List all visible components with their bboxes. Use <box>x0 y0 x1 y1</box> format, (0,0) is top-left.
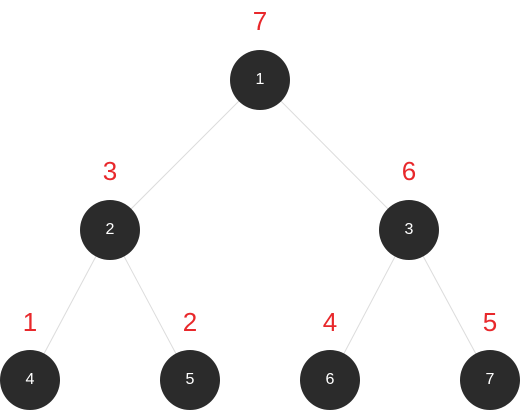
tree-node-6: 6 <box>300 350 360 410</box>
edge-1-3 <box>259 79 410 231</box>
edge-1-2 <box>109 79 261 231</box>
annotation-node-5: 2 <box>182 307 198 337</box>
annotation-node-1: 7 <box>252 6 268 36</box>
annotation-node-4: 1 <box>22 307 38 337</box>
annotation-node-6: 4 <box>322 307 338 337</box>
annotation-node-3: 6 <box>401 156 417 186</box>
tree-node-2: 2 <box>80 200 140 260</box>
tree-node-4: 4 <box>0 350 60 410</box>
annotation-node-7: 5 <box>482 307 498 337</box>
tree-node-5: 5 <box>160 350 220 410</box>
tree-node-7: 7 <box>460 350 520 410</box>
tree-node-3: 3 <box>379 200 439 260</box>
tree-node-1: 1 <box>230 50 290 110</box>
annotation-node-2: 3 <box>102 156 118 186</box>
